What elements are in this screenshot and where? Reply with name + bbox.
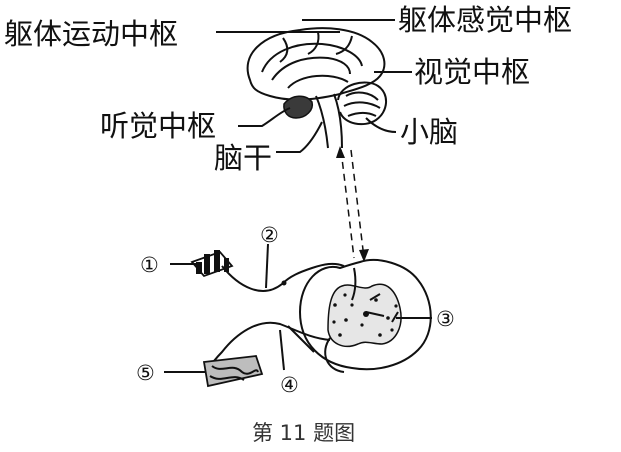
label-auditory-center: 听觉中枢 xyxy=(100,109,216,143)
marker-3: ③ xyxy=(436,307,455,331)
effector-muscle xyxy=(202,355,264,388)
brain-illustration xyxy=(246,27,387,149)
figure-caption: 第 11 题图 xyxy=(252,421,355,445)
leader-lines xyxy=(164,19,432,373)
label-cerebellum: 小脑 xyxy=(400,115,458,149)
afferent-nerve xyxy=(221,262,345,292)
marker-2: ② xyxy=(260,223,279,247)
ascending-descending-pathway xyxy=(336,146,369,262)
label-somatic-sensory-center: 躯体感觉中枢 xyxy=(398,3,572,37)
label-somatic-motor-center: 躯体运动中枢 xyxy=(4,17,178,51)
spinal-cord-section xyxy=(298,259,432,373)
label-visual-center: 视觉中枢 xyxy=(414,55,530,89)
marker-5: ⑤ xyxy=(136,361,155,385)
label-brainstem: 脑干 xyxy=(214,141,272,175)
receptor-illustration xyxy=(190,250,234,278)
marker-1: ① xyxy=(140,253,159,277)
marker-4: ④ xyxy=(280,373,299,397)
